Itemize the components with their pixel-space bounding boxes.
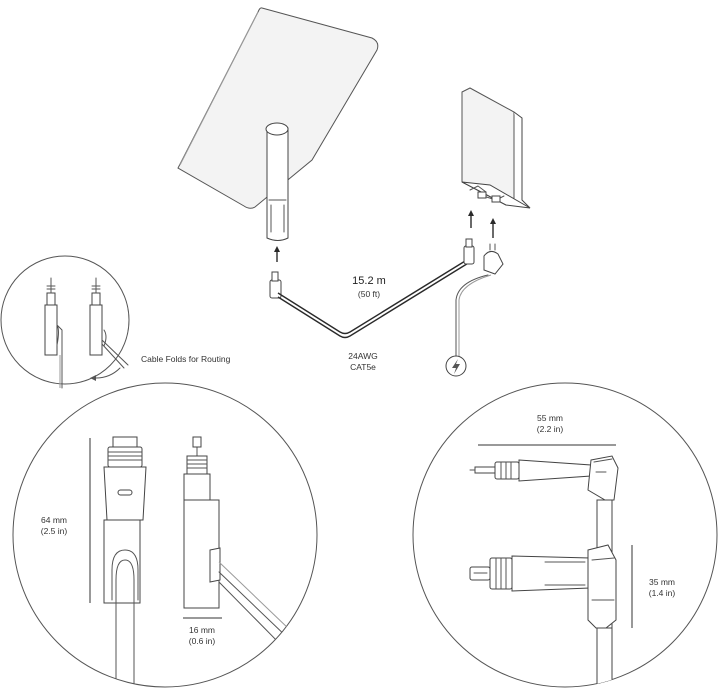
cable-gauge-label: 24AWG [348, 351, 378, 361]
callout-fold [0, 255, 130, 389]
cable-length-imperial-label: (50 ft) [357, 289, 381, 299]
left-width-imperial-label: (0.6 in) [188, 636, 216, 646]
cable-type-label: CAT5e [350, 362, 376, 372]
power-icon [445, 355, 467, 377]
detail-right [412, 382, 718, 688]
cable-length-label: 15.2 m [352, 275, 386, 287]
right-length-label: 55 mm [537, 413, 563, 423]
right-height-label: 35 mm [649, 577, 675, 587]
left-height-label: 64 mm [41, 515, 67, 525]
left-height-imperial-label: (2.5 in) [40, 526, 68, 536]
left-width-label: 16 mm [189, 625, 215, 635]
cable-fold-note: Cable Folds for Routing [141, 354, 231, 364]
right-length-imperial-label: (2.2 in) [536, 424, 564, 434]
right-height-imperial-label: (1.4 in) [648, 588, 676, 598]
detail-left [12, 382, 318, 688]
router-icon [461, 87, 531, 238]
dish-icon [177, 7, 379, 262]
cable [269, 238, 504, 359]
